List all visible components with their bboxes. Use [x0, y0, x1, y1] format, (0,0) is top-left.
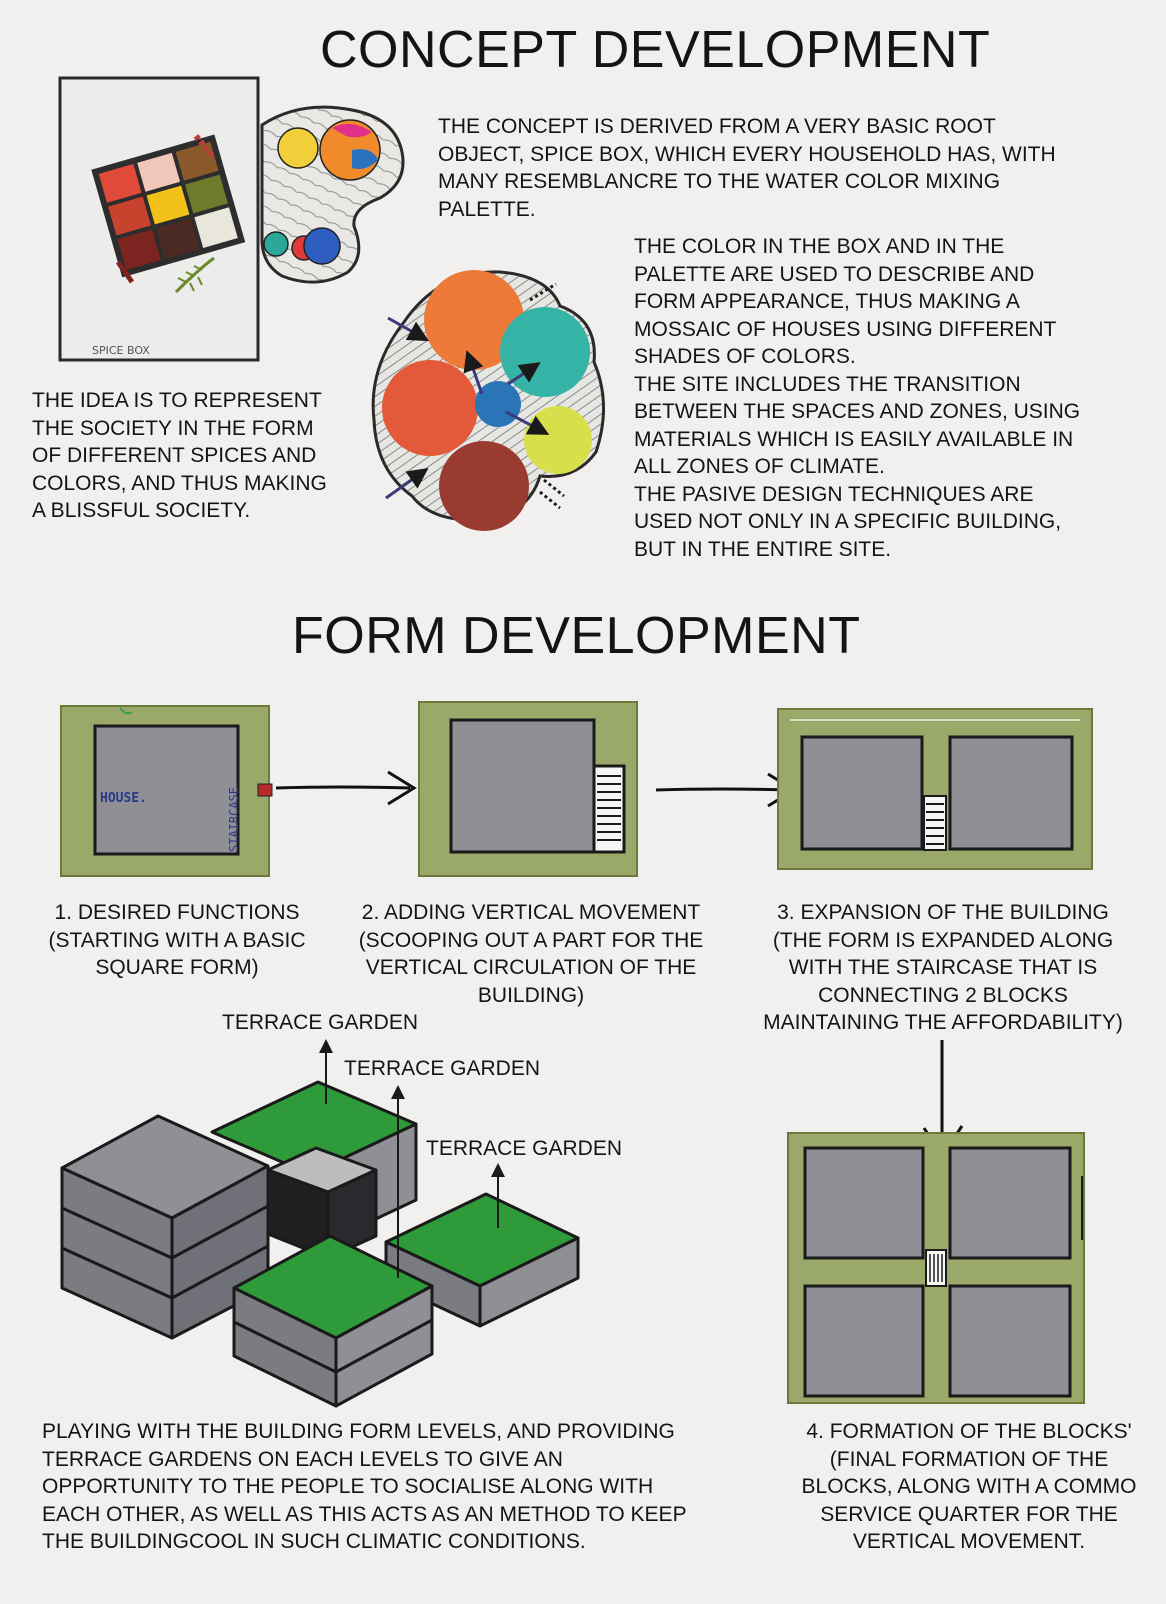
text-line: (SCOOPING OUT A PART FOR THE	[336, 927, 726, 955]
terrace-garden-label-3: TERRACE GARDEN	[426, 1137, 622, 1161]
step-3-caption: 3. EXPANSION OF THE BUILDING (THE FORM I…	[738, 899, 1148, 1037]
circle-blue	[475, 381, 521, 427]
paint-blue	[304, 228, 340, 264]
form-step-1-plan: HOUSE. STAIRCASE	[61, 706, 272, 876]
paint-yellow	[278, 128, 318, 168]
circle-maroon	[439, 441, 529, 531]
text-line: 4. FORMATION OF THE BLOCKS'	[772, 1418, 1166, 1446]
circle-red	[382, 360, 478, 456]
text-line: PLAYING WITH THE BUILDING FORM LEVELS, A…	[42, 1418, 687, 1446]
text-line: SERVICE QUARTER FOR THE	[772, 1501, 1166, 1529]
text-line: (THE FORM IS EXPANDED ALONG	[738, 927, 1148, 955]
text-line: BUILDING)	[336, 982, 726, 1010]
text-line: (FINAL FORMATION OF THE	[772, 1446, 1166, 1474]
massing-caption: PLAYING WITH THE BUILDING FORM LEVELS, A…	[42, 1418, 687, 1556]
text-line: EACH OTHER, AS WELL AS THIS ACTS AS AN M…	[42, 1501, 687, 1529]
text-line: WITH THE STAIRCASE THAT IS	[738, 954, 1148, 982]
spice-box-sketch: SPICE BOX	[60, 78, 258, 360]
arrow-step-2-3	[656, 789, 790, 790]
terrace-garden-label-2: TERRACE GARDEN	[344, 1057, 540, 1081]
circle-cluster-sketch	[373, 270, 603, 531]
circle-teal	[500, 307, 590, 397]
staircase-label: STAIRCASE	[227, 787, 241, 852]
text-line: SQUARE FORM)	[22, 954, 332, 982]
step-2-caption: 2. ADDING VERTICAL MOVEMENT (SCOOPING OU…	[336, 899, 726, 1009]
text-line: THE BUILDINGCOOL IN SUCH CLIMATIC CONDIT…	[42, 1528, 687, 1556]
form-step-4-plan	[788, 1133, 1084, 1403]
circle-yellow	[524, 406, 592, 474]
text-line: VERTICAL MOVEMENT.	[772, 1528, 1166, 1556]
text-line: 3. EXPANSION OF THE BUILDING	[738, 899, 1148, 927]
spice-box-label: SPICE BOX	[92, 344, 150, 357]
isometric-massing	[62, 1082, 578, 1406]
arrow-step-1-2	[276, 787, 410, 788]
palette-sketch	[262, 107, 403, 282]
text-line: 1. DESIRED FUNCTIONS	[22, 899, 332, 927]
form-step-2-plan	[419, 702, 637, 876]
paint-teal	[264, 232, 288, 256]
text-line: OPPORTUNITY TO THE PEOPLE TO SOCIALISE A…	[42, 1473, 687, 1501]
text-line: TERRACE GARDENS ON EACH LEVELS TO GIVE A…	[42, 1446, 687, 1474]
text-line: MAINTAINING THE AFFORDABILITY)	[738, 1009, 1148, 1037]
step-1-caption: 1. DESIRED FUNCTIONS (STARTING WITH A BA…	[22, 899, 332, 982]
text-line: (STARTING WITH A BASIC	[22, 927, 332, 955]
text-line: BLOCKS, ALONG WITH A COMMO	[772, 1473, 1166, 1501]
step-4-caption: 4. FORMATION OF THE BLOCKS' (FINAL FORMA…	[772, 1418, 1166, 1556]
text-line: CONNECTING 2 BLOCKS	[738, 982, 1148, 1010]
house-label: HOUSE.	[100, 791, 147, 806]
text-line: VERTICAL CIRCULATION OF THE	[336, 954, 726, 982]
form-step-3-plan	[778, 709, 1092, 869]
text-line: 2. ADDING VERTICAL MOVEMENT	[336, 899, 726, 927]
terrace-garden-label-1: TERRACE GARDEN	[222, 1011, 418, 1035]
